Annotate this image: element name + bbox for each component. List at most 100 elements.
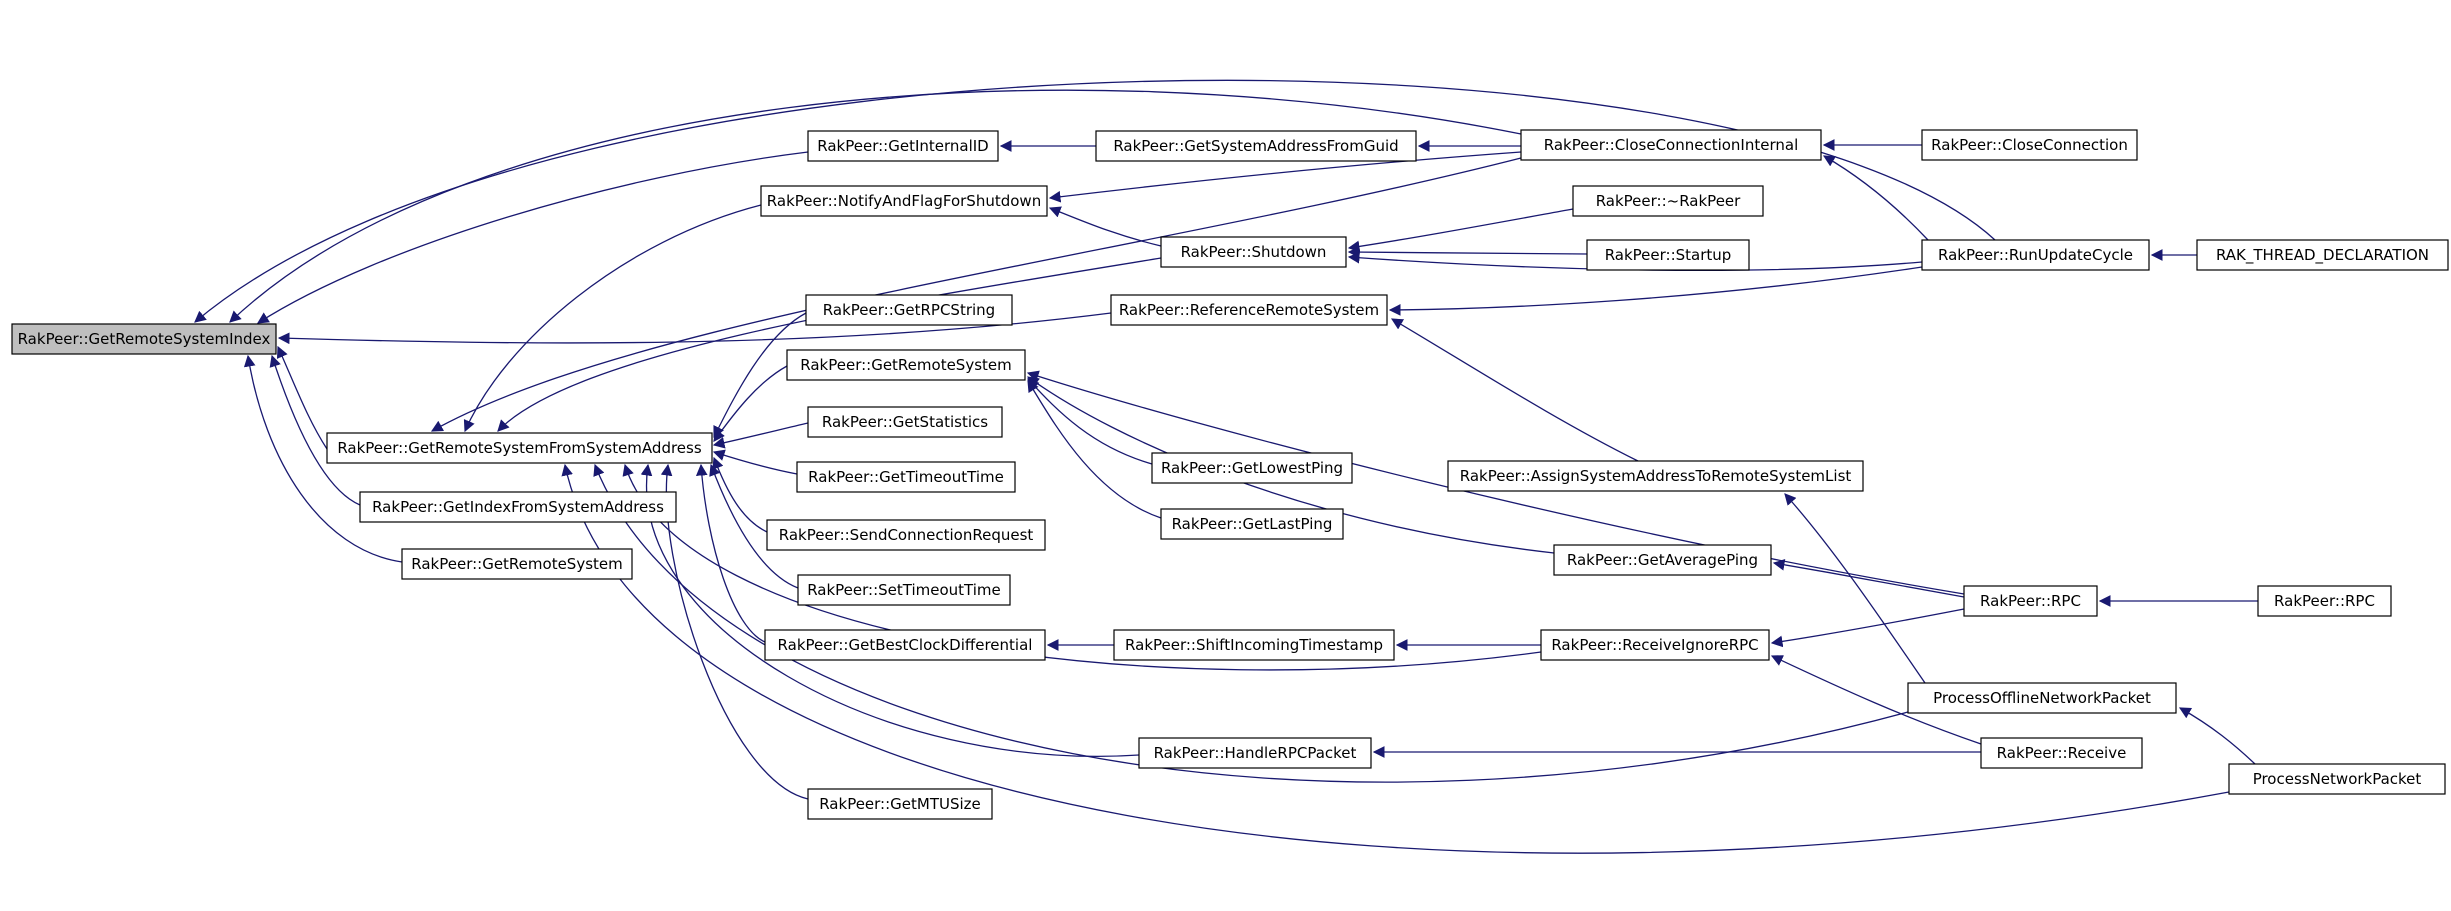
node-box[interactable] <box>1520 129 1822 161</box>
node-box[interactable] <box>2196 239 2449 271</box>
node-grsfsa[interactable]: RakPeer::GetRemoteSystemFromSystemAddres… <box>326 432 713 464</box>
node-rirpc[interactable]: RakPeer::ReceiveIgnoreRPC <box>1540 629 1770 661</box>
node-gap[interactable]: RakPeer::GetAveragePing <box>1553 544 1772 576</box>
node-label: ProcessOfflineNetworkPacket <box>1933 689 2151 707</box>
node-drakp[interactable]: RakPeer::~RakPeer <box>1572 185 1764 217</box>
node-label: RakPeer::GetRemoteSystem <box>411 555 623 573</box>
node-label: RakPeer::AssignSystemAddressToRemoteSyst… <box>1460 467 1852 485</box>
edge-hrpc-to-grsfsa <box>640 463 1140 757</box>
node-label: RakPeer::ShiftIncomingTimestamp <box>1125 636 1383 654</box>
node-box[interactable] <box>807 788 993 820</box>
node-grpcs[interactable]: RakPeer::GetRPCString <box>805 294 1013 326</box>
node-gifsa[interactable]: RakPeer::GetIndexFromSystemAddress <box>359 491 677 523</box>
node-rpc1[interactable]: RakPeer::RPC <box>1963 585 2098 617</box>
node-box[interactable] <box>359 491 677 523</box>
root-node-box <box>11 323 277 355</box>
node-label: RakPeer::SendConnectionRequest <box>779 526 1034 544</box>
node-box[interactable] <box>1151 452 1353 484</box>
node-grs2[interactable]: RakPeer::GetRemoteSystem <box>401 548 633 580</box>
node-box[interactable] <box>1095 130 1417 162</box>
node-box[interactable] <box>1447 460 1864 492</box>
node-box[interactable] <box>760 185 1048 217</box>
node-rtd[interactable]: RAK_THREAD_DECLARATION <box>2196 239 2449 271</box>
node-gbcd[interactable]: RakPeer::GetBestClockDifferential <box>764 629 1046 661</box>
node-box[interactable] <box>766 519 1046 551</box>
node-gstat[interactable]: RakPeer::GetStatistics <box>807 406 1003 438</box>
node-box[interactable] <box>2228 763 2446 795</box>
node-box[interactable] <box>1921 129 2138 161</box>
edge-ponp-to-grsfsa <box>593 463 1909 783</box>
node-box[interactable] <box>1113 629 1395 661</box>
edge-ccint-to-nafs <box>1048 151 1522 203</box>
edge-gifsa-to-grsi <box>269 354 361 506</box>
node-grsi: RakPeer::GetRemoteSystemIndex <box>11 323 277 355</box>
node-label: RakPeer::CloseConnection <box>1931 136 2128 154</box>
node-stt[interactable]: RakPeer::SetTimeoutTime <box>797 574 1011 606</box>
node-box[interactable] <box>796 461 1016 493</box>
node-cc[interactable]: RakPeer::CloseConnection <box>1921 129 2138 161</box>
node-box[interactable] <box>764 629 1046 661</box>
node-box[interactable] <box>1540 629 1770 661</box>
edge-nafs-to-grsfsa <box>463 204 762 433</box>
node-box[interactable] <box>1160 236 1347 268</box>
edge-glastp-to-grs1 <box>1027 380 1162 519</box>
node-box[interactable] <box>1907 682 2177 714</box>
node-pnp[interactable]: ProcessNetworkPacket <box>2228 763 2446 795</box>
node-scr[interactable]: RakPeer::SendConnectionRequest <box>766 519 1046 551</box>
node-gsafg[interactable]: RakPeer::GetSystemAddressFromGuid <box>1095 130 1417 162</box>
node-box[interactable] <box>1110 294 1388 326</box>
node-label: RakPeer::GetAveragePing <box>1567 551 1758 569</box>
edge-grpcs-to-grsfsa <box>713 312 807 439</box>
nodes-layer: RakPeer::GetRemoteSystemIndexRakPeer::Ge… <box>11 129 2449 820</box>
node-box[interactable] <box>401 548 633 580</box>
node-ponp[interactable]: ProcessOfflineNetworkPacket <box>1907 682 2177 714</box>
node-gtt[interactable]: RakPeer::GetTimeoutTime <box>796 461 1016 493</box>
node-box[interactable] <box>1138 737 1372 769</box>
node-rpc2[interactable]: RakPeer::RPC <box>2257 585 2392 617</box>
edge-gtt-to-grsfsa <box>712 449 798 475</box>
node-box[interactable] <box>786 349 1026 381</box>
node-hrpc[interactable]: RakPeer::HandleRPCPacket <box>1138 737 1372 769</box>
node-box[interactable] <box>807 406 1003 438</box>
node-box[interactable] <box>1160 508 1344 540</box>
node-label: RakPeer::SetTimeoutTime <box>807 581 1001 599</box>
node-box[interactable] <box>797 574 1011 606</box>
edge-grs1-to-grsfsa <box>713 365 788 442</box>
edge-shut-to-nafs <box>1048 206 1162 247</box>
node-label: RakPeer::GetBestClockDifferential <box>778 636 1033 654</box>
node-glastp[interactable]: RakPeer::GetLastPing <box>1160 508 1344 540</box>
edge-rpc1-to-gap <box>1772 559 1965 598</box>
edge-asatrsl-to-rrs <box>1390 318 1639 462</box>
node-box[interactable] <box>805 294 1013 326</box>
node-shut[interactable]: RakPeer::Shutdown <box>1160 236 1347 268</box>
node-rrs[interactable]: RakPeer::ReferenceRemoteSystem <box>1110 294 1388 326</box>
edge-ruc-to-rrs <box>1388 266 1923 316</box>
node-ruc[interactable]: RakPeer::RunUpdateCycle <box>1921 239 2150 271</box>
edge-pnp-to-ponp <box>2178 707 2256 765</box>
node-box[interactable] <box>1553 544 1772 576</box>
node-label: RakPeer::RunUpdateCycle <box>1938 246 2133 264</box>
node-sit[interactable]: RakPeer::ShiftIncomingTimestamp <box>1113 629 1395 661</box>
edge-giid-to-grsi <box>257 151 809 324</box>
node-start[interactable]: RakPeer::Startup <box>1586 239 1750 271</box>
node-box[interactable] <box>1586 239 1750 271</box>
node-glp[interactable]: RakPeer::GetLowestPing <box>1151 452 1353 484</box>
node-box[interactable] <box>326 432 713 464</box>
node-label: RAK_THREAD_DECLARATION <box>2216 246 2429 265</box>
node-label: RakPeer::GetLowestPing <box>1161 459 1343 477</box>
node-nafs[interactable]: RakPeer::NotifyAndFlagForShutdown <box>760 185 1048 217</box>
node-box[interactable] <box>1980 737 2143 769</box>
node-box[interactable] <box>1572 185 1764 217</box>
node-ccint[interactable]: RakPeer::CloseConnectionInternal <box>1520 129 1822 161</box>
node-box[interactable] <box>807 130 999 162</box>
node-box[interactable] <box>1921 239 2150 271</box>
node-asatrsl[interactable]: RakPeer::AssignSystemAddressToRemoteSyst… <box>1447 460 1864 492</box>
node-giid[interactable]: RakPeer::GetInternalID <box>807 130 999 162</box>
node-box[interactable] <box>1963 585 2098 617</box>
node-grs1[interactable]: RakPeer::GetRemoteSystem <box>786 349 1026 381</box>
node-label: RakPeer::GetLastPing <box>1172 515 1333 533</box>
edge-glp-to-grs1 <box>1027 378 1153 465</box>
node-gmtu[interactable]: RakPeer::GetMTUSize <box>807 788 993 820</box>
node-recv[interactable]: RakPeer::Receive <box>1980 737 2143 769</box>
node-box[interactable] <box>2257 585 2392 617</box>
